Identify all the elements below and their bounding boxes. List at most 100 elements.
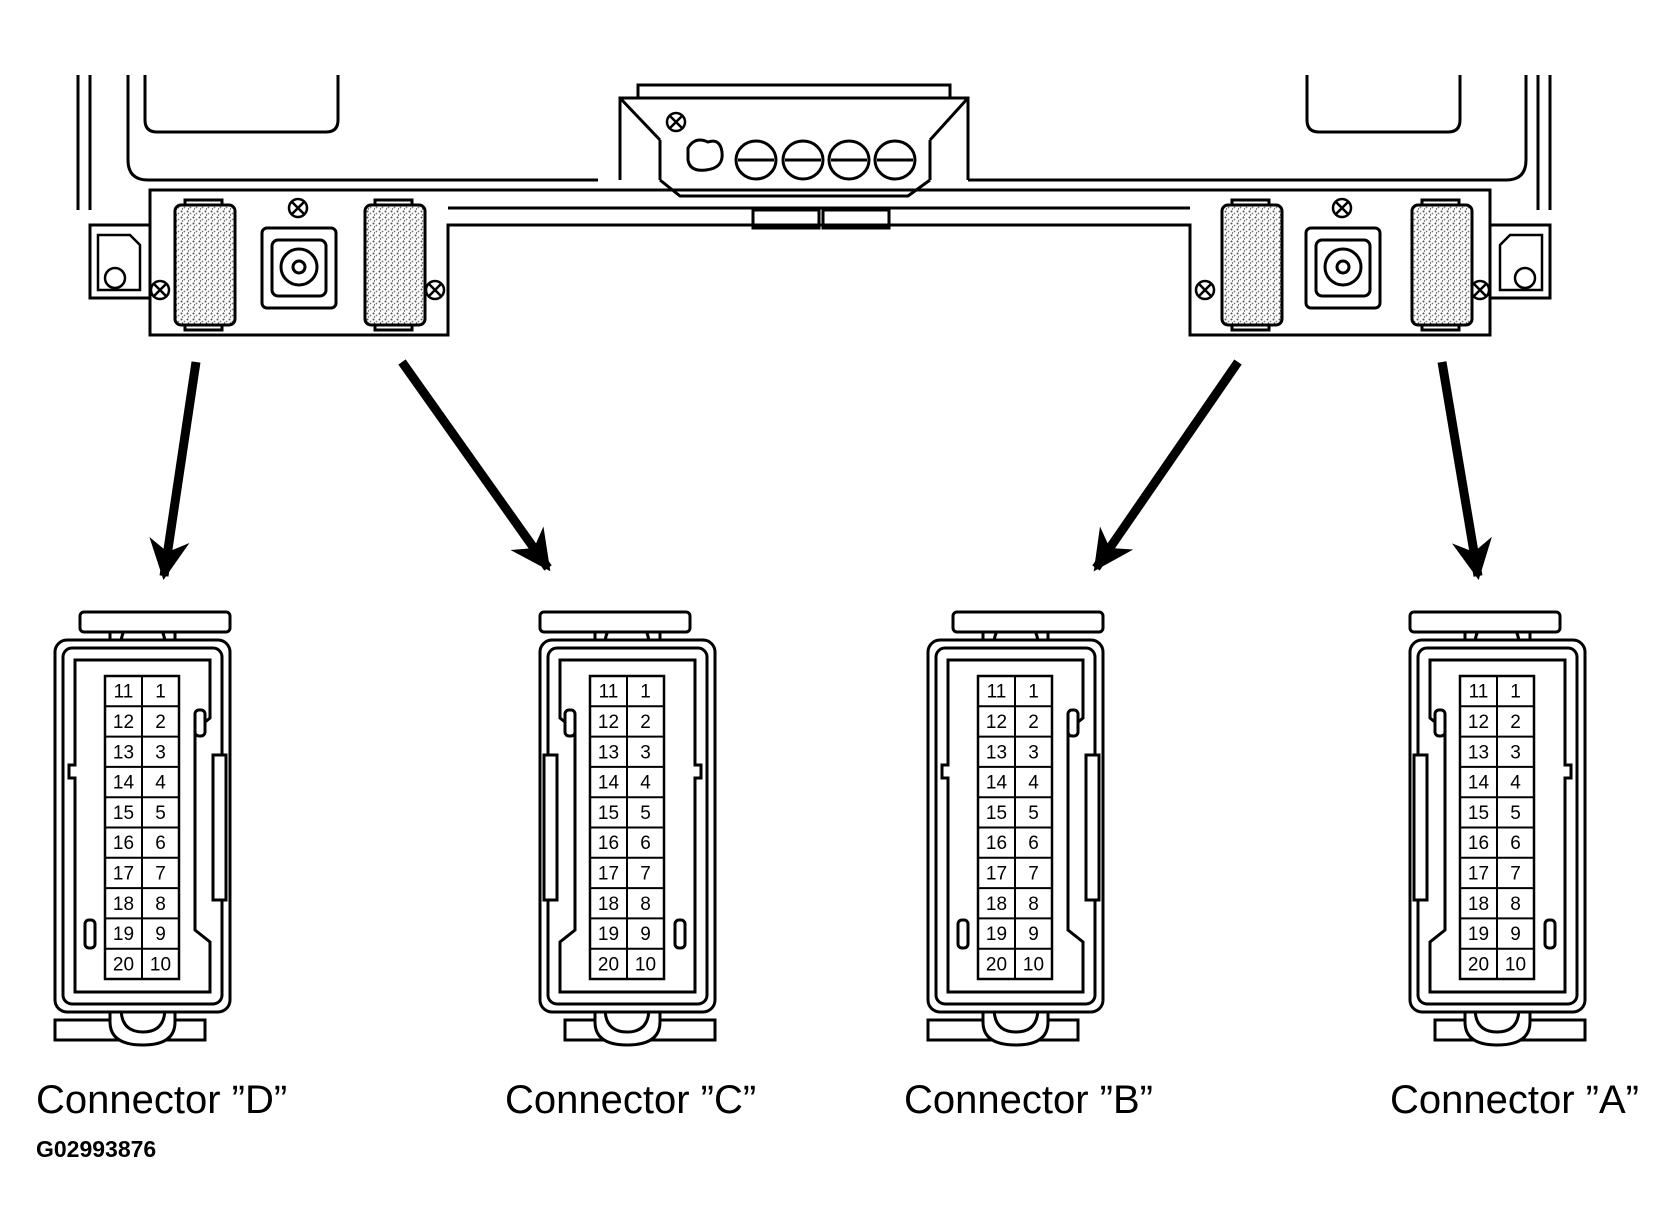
- arrow-to-connector-d: [149, 361, 201, 581]
- pin-number: 6: [1510, 833, 1521, 854]
- vent-holes: [686, 138, 917, 181]
- pin-number: 6: [640, 833, 651, 854]
- pin-number: 9: [1510, 924, 1521, 945]
- screw-icon: [665, 111, 687, 133]
- screw-icon: [1469, 279, 1491, 301]
- pin-number: 3: [640, 742, 651, 763]
- pin-number: 6: [155, 833, 166, 854]
- pin-number: 12: [986, 712, 1007, 733]
- pin-number: 10: [635, 954, 656, 975]
- pin-number: 2: [1028, 712, 1039, 733]
- pin-number: 2: [1510, 712, 1521, 733]
- pin-number: 7: [1510, 863, 1521, 884]
- pin-number: 7: [640, 863, 651, 884]
- pin-number: 7: [1028, 863, 1039, 884]
- pin-number: 18: [986, 894, 1007, 915]
- pin-number: 8: [155, 894, 166, 915]
- pin-number: 8: [640, 894, 651, 915]
- screw-icon: [149, 279, 171, 301]
- figure-id: G02993876: [36, 1136, 156, 1162]
- pin-number: 13: [986, 742, 1007, 763]
- pin-number: 19: [1468, 924, 1489, 945]
- screw-icons: [149, 111, 1491, 301]
- pin-number: 10: [1505, 954, 1526, 975]
- pin-number: 8: [1028, 894, 1039, 915]
- pin-number: 2: [155, 712, 166, 733]
- arrow-to-connector-c: [398, 359, 552, 572]
- pin-number: 5: [1510, 803, 1521, 824]
- pin-number: 19: [986, 924, 1007, 945]
- connector-label: Connector ”A”: [1390, 1078, 1639, 1122]
- pin-number: 15: [113, 803, 134, 824]
- pin-number: 1: [1028, 682, 1039, 703]
- pin-number: 13: [1468, 742, 1489, 763]
- pin-number: 11: [114, 682, 134, 703]
- pin-number: 13: [598, 742, 619, 763]
- pin-number: 1: [1510, 682, 1521, 703]
- coax-jacks: [260, 226, 1382, 310]
- pin-number: 10: [150, 954, 171, 975]
- pin-number: 17: [1468, 863, 1489, 884]
- screw-icon: [424, 279, 446, 301]
- connector-label: Connector ”C”: [505, 1078, 756, 1122]
- pin-number: 20: [598, 954, 619, 975]
- pin-number: 4: [640, 773, 651, 794]
- pin-number: 11: [987, 682, 1007, 703]
- pin-number: 19: [598, 924, 619, 945]
- pin-number: 1: [155, 682, 166, 703]
- pin-number: 4: [1028, 773, 1039, 794]
- pin-number: 5: [155, 803, 166, 824]
- header-sockets: [173, 198, 1474, 332]
- pin-number: 13: [113, 742, 134, 763]
- pin-number: 12: [598, 712, 619, 733]
- pin-number: 4: [155, 773, 166, 794]
- pin-number: 18: [598, 894, 619, 915]
- pin-number: 17: [986, 863, 1007, 884]
- pin-number: 20: [113, 954, 134, 975]
- screw-icon: [1331, 197, 1353, 219]
- pin-number: 16: [113, 833, 134, 854]
- pin-number: 3: [155, 742, 166, 763]
- pin-number: 15: [1468, 803, 1489, 824]
- pin-number: 4: [1510, 773, 1521, 794]
- pin-number: 15: [598, 803, 619, 824]
- pin-number: 7: [155, 863, 166, 884]
- pin-number: 6: [1028, 833, 1039, 854]
- arrow-to-connector-a: [1437, 361, 1492, 580]
- pin-number: 16: [986, 833, 1007, 854]
- pin-number: 12: [1468, 712, 1489, 733]
- pin-number: 11: [1469, 682, 1489, 703]
- pin-number: 9: [1028, 924, 1039, 945]
- pin-number: 8: [1510, 894, 1521, 915]
- mounting-holes: [96, 233, 1544, 292]
- pin-number: 20: [1468, 954, 1489, 975]
- pin-number: 17: [113, 863, 134, 884]
- pin-number: 2: [640, 712, 651, 733]
- connector-label: Connector ”D”: [36, 1078, 287, 1122]
- pin-number: 14: [598, 773, 620, 794]
- pin-number: 15: [986, 803, 1007, 824]
- arrow-to-connector-b: [1092, 359, 1242, 572]
- screw-icon: [287, 197, 309, 219]
- pin-number: 1: [640, 682, 651, 703]
- pin-number: 10: [1023, 954, 1044, 975]
- screw-icon: [1194, 279, 1216, 301]
- pointer-arrows: [149, 359, 1492, 581]
- pin-number: 5: [640, 803, 651, 824]
- pin-number: 20: [986, 954, 1007, 975]
- pin-number: 3: [1028, 742, 1039, 763]
- ecu-housing: [76, 75, 1552, 337]
- pin-number: 5: [1028, 803, 1039, 824]
- pin-number: 19: [113, 924, 134, 945]
- connector-label: Connector ”B”: [904, 1078, 1153, 1122]
- pin-number: 16: [1468, 833, 1489, 854]
